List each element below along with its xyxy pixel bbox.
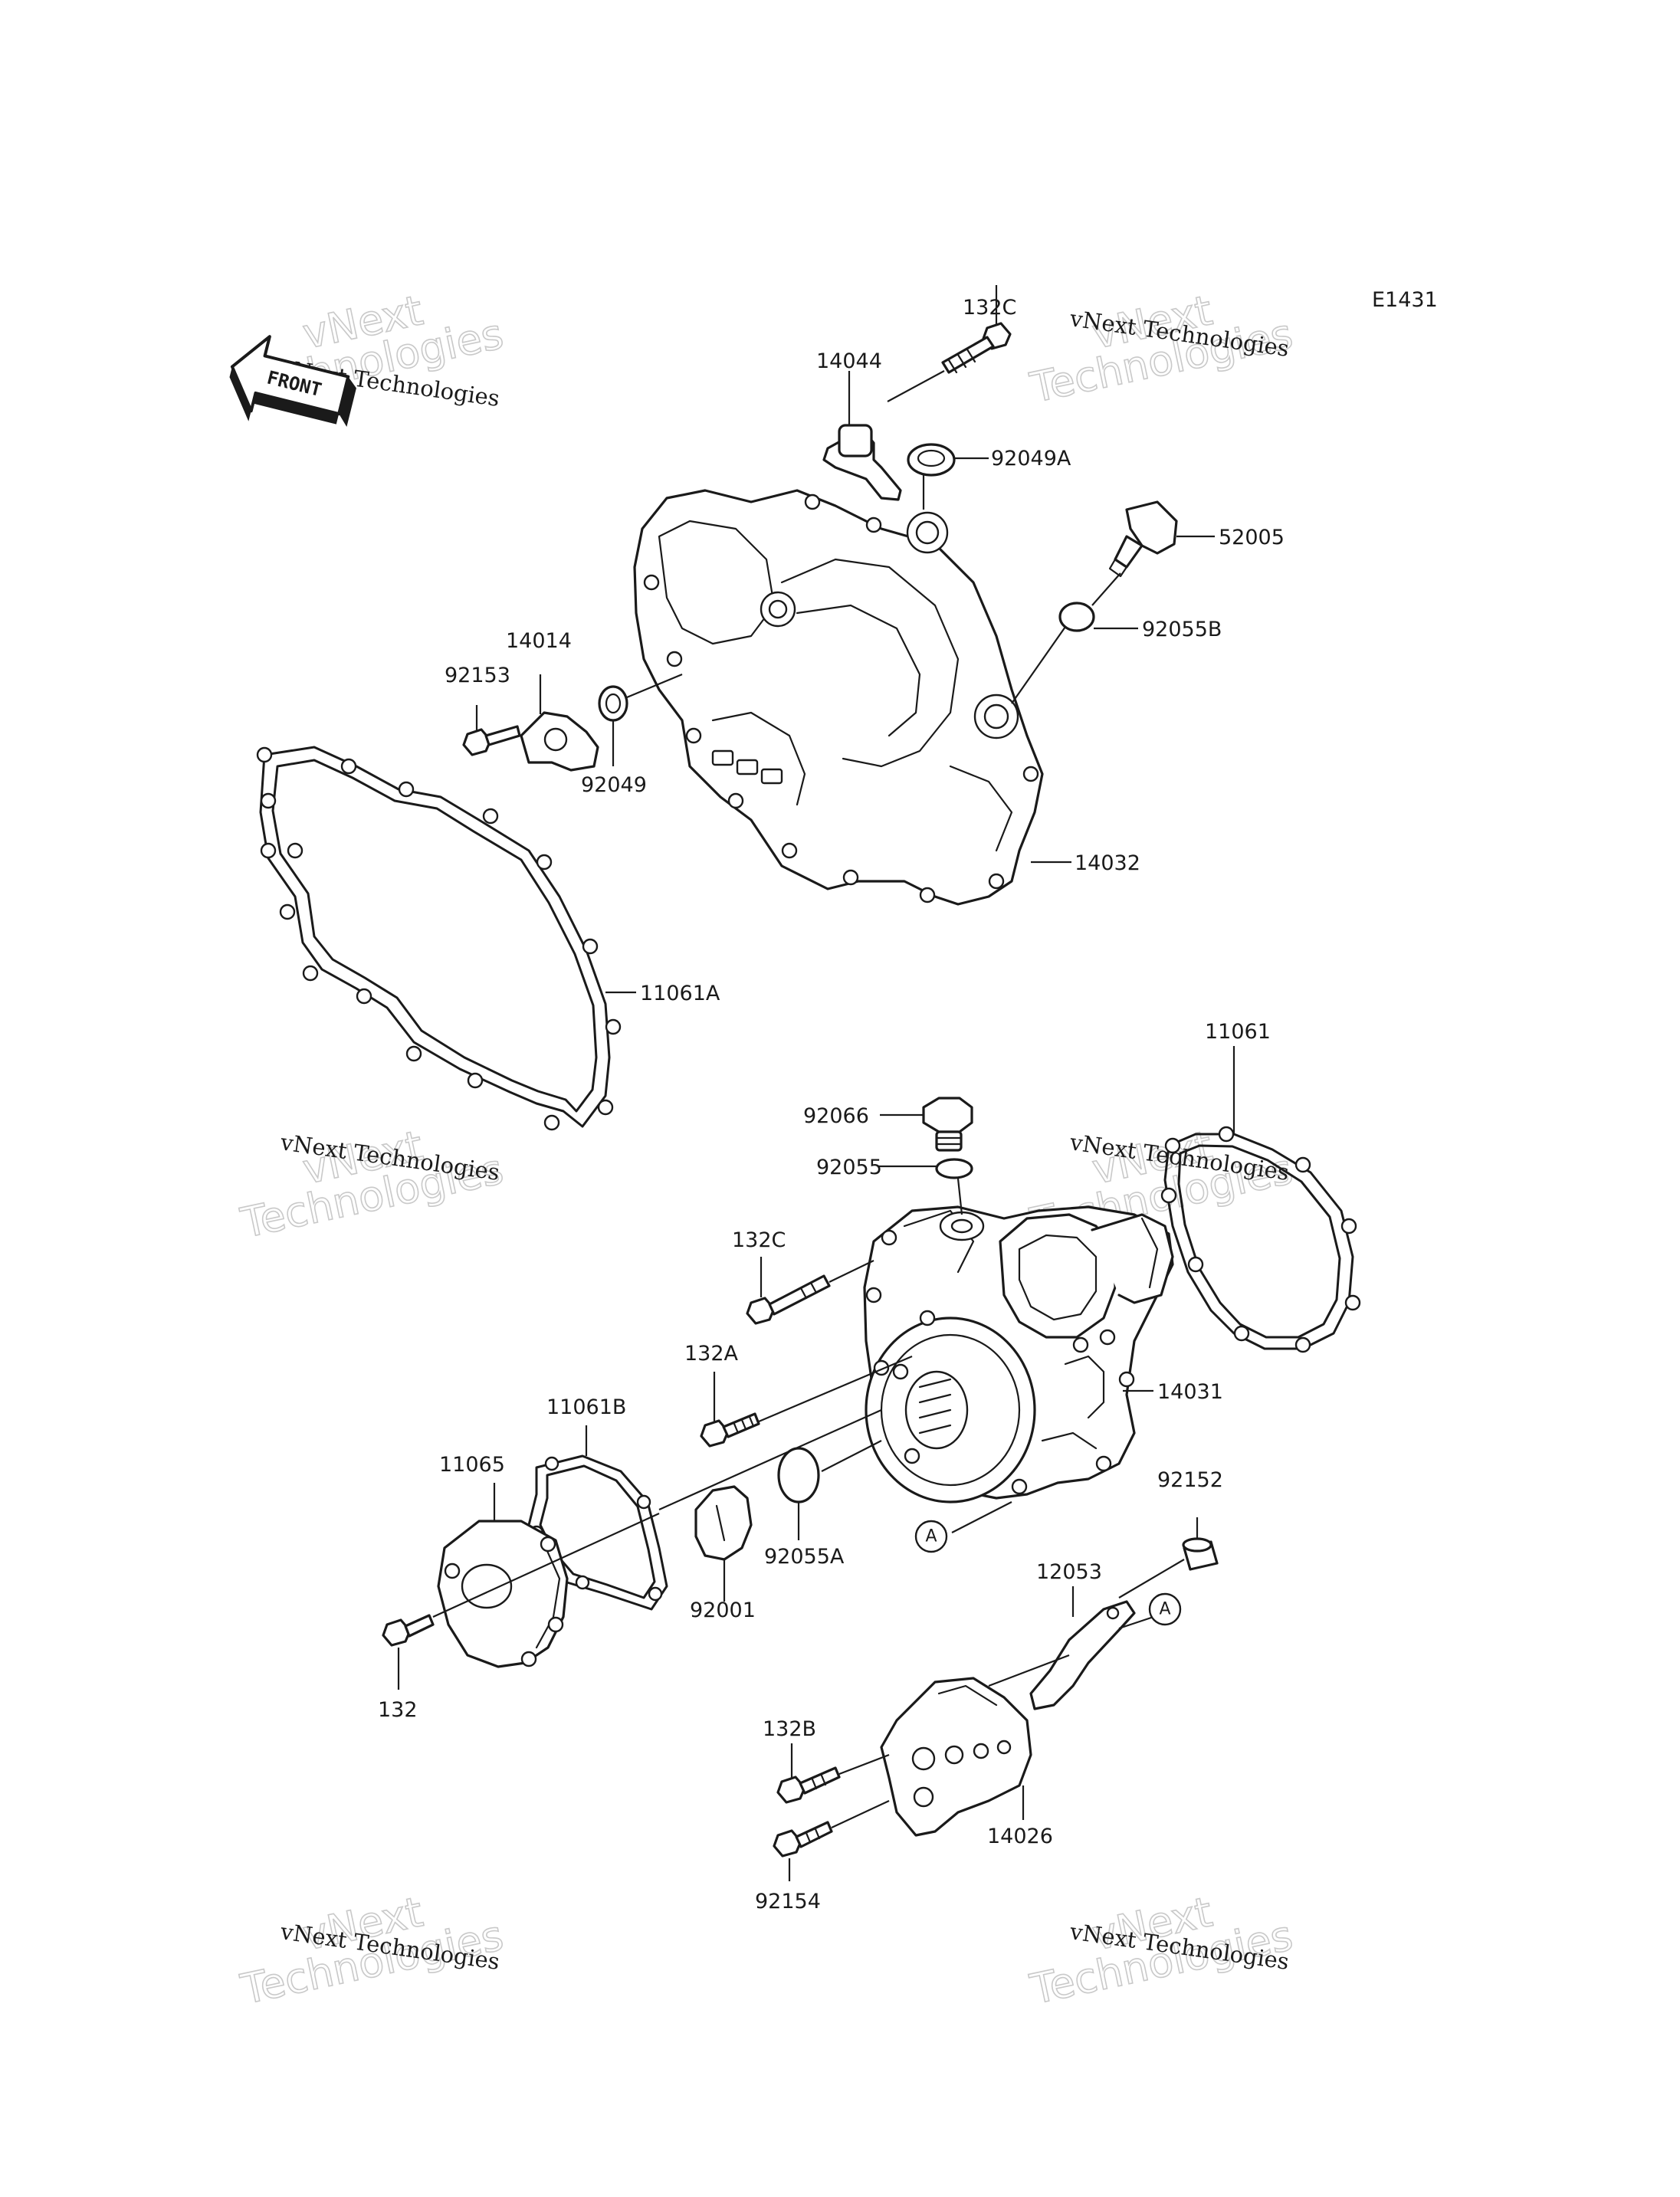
oil-seal-92049A	[907, 443, 956, 477]
crankcase-cover-14032	[633, 489, 1044, 906]
reference-letter: A	[1159, 1600, 1170, 1619]
diagram-code: E1431	[1372, 288, 1438, 312]
part-label-132: 132	[378, 1698, 418, 1722]
part-label-14014: 14014	[506, 629, 572, 653]
bracket-14044	[822, 424, 902, 501]
part-labels: 132C 14044 92049A 52005 92055B 14014 921…	[378, 296, 1285, 1913]
bolt-132C-top	[941, 322, 1012, 374]
leader-lines	[397, 285, 1235, 1881]
part-label-92154: 92154	[755, 1890, 821, 1913]
part-label-92055A: 92055A	[764, 1545, 845, 1569]
reference-letter: A	[925, 1527, 937, 1546]
part-label-14031: 14031	[1157, 1380, 1223, 1404]
engine-cover-14031	[863, 1205, 1174, 1503]
bolt-132B	[776, 1766, 841, 1804]
part-label-92055: 92055	[816, 1156, 882, 1179]
part-label-132C: 132C	[732, 1228, 786, 1252]
part-label-92055B: 92055B	[1142, 618, 1222, 641]
o-ring-92055B	[1058, 602, 1095, 632]
oil-seal-92049	[598, 685, 628, 722]
part-label-132B: 132B	[763, 1717, 816, 1741]
gasket-11061	[1160, 1126, 1361, 1353]
part-label-132C: 132C	[963, 296, 1016, 320]
part-label-132A: 132A	[684, 1342, 739, 1366]
part-label-92152: 92152	[1157, 1468, 1223, 1492]
cover-11065	[437, 1520, 569, 1668]
part-label-12053: 12053	[1036, 1560, 1102, 1584]
part-label-11061A: 11061A	[640, 982, 720, 1005]
part-label-92001: 92001	[690, 1599, 756, 1622]
reference-marker-a2: A	[1148, 1592, 1182, 1626]
reference-marker-a1: A	[914, 1520, 948, 1553]
collar-92152	[1182, 1537, 1219, 1571]
bracket-14026	[880, 1677, 1032, 1837]
part-label-92153: 92153	[445, 664, 510, 687]
watermark-top-right: vNext Technologies vNext Technologies	[1025, 285, 1298, 412]
bolt-92153	[462, 725, 521, 756]
part-label-92066: 92066	[803, 1104, 869, 1128]
bolt-132C-mid	[746, 1274, 831, 1325]
front-arrow-icon: FRONT	[229, 335, 356, 428]
bolt-132A	[700, 1412, 760, 1448]
o-ring-92055A	[777, 1447, 820, 1503]
part-label-92049: 92049	[581, 773, 647, 797]
part-label-14032: 14032	[1075, 851, 1140, 875]
dipstick-52005	[1108, 500, 1178, 578]
part-label-11061B: 11061B	[546, 1395, 626, 1419]
part-label-11061: 11061	[1205, 1020, 1271, 1044]
plug-92066	[922, 1097, 973, 1152]
part-label-52005: 52005	[1219, 526, 1285, 549]
watermark-mid-left: vNext Technologies vNext Technologies	[236, 1120, 508, 1248]
gasket-11061A	[256, 746, 622, 1131]
bolt-92154	[773, 1821, 833, 1858]
part-label-92049A: 92049A	[991, 447, 1071, 471]
part-label-14026: 14026	[987, 1825, 1053, 1848]
plate-14014	[520, 711, 599, 772]
o-ring-92055	[935, 1158, 973, 1179]
watermark-bottom-left: vNext Technologies vNext Technologies	[236, 1887, 508, 2014]
bolt-132	[382, 1614, 435, 1647]
part-label-14044: 14044	[816, 349, 882, 373]
watermark-bottom-right: vNext Technologies vNext Technologies	[1025, 1887, 1298, 2014]
cap-92001	[694, 1485, 753, 1561]
part-label-11065: 11065	[439, 1453, 505, 1477]
bracket-12053	[1029, 1600, 1136, 1710]
